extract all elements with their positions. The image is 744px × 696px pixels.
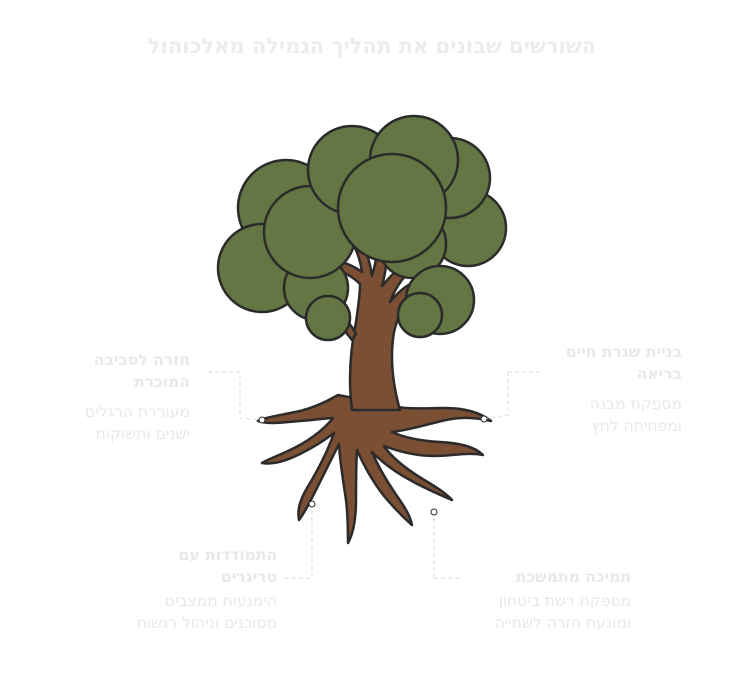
connector-dots	[258, 415, 488, 516]
diagram-title: השורשים שבונים את תהליך הגמילה מאלכוהול	[147, 34, 597, 58]
root-label-ongoing-support: תמיכה מתמשכת מספקת רשת ביטחון ומונעת חזר…	[466, 566, 631, 634]
root-description: מעוררת הרגלים ישנים ותשוקות	[85, 403, 190, 443]
tree-canopy	[216, 114, 508, 342]
root-label-healthy-routine: בניית שגרת חיים בריאה מספקת מבנה ומפחיתה…	[552, 341, 682, 437]
tree-roots	[256, 393, 493, 545]
root-label-familiar-environment: חזרה לסביבה המוכרת מעוררת הרגלים ישנים ו…	[60, 349, 190, 445]
root-heading: בניית שגרת חיים בריאה	[565, 343, 682, 383]
connector-lines	[208, 371, 540, 579]
root-heading: התמודדות עם טריגרים	[178, 546, 277, 586]
root-heading: חזרה לסביבה המוכרת	[93, 351, 190, 391]
root-heading: תמיכה מתמשכת	[515, 568, 631, 586]
root-description: מספקת רשת ביטחון ומונעת חזרה לשתייה	[494, 592, 631, 632]
root-description: מספקת מבנה ומפחיתה לחץ	[589, 395, 682, 435]
root-description: הימנעות ממצבים מסוכנים וניהול רגשות	[136, 592, 277, 632]
root-label-triggers: התמודדות עם טריגרים הימנעות ממצבים מסוכנ…	[132, 544, 277, 634]
